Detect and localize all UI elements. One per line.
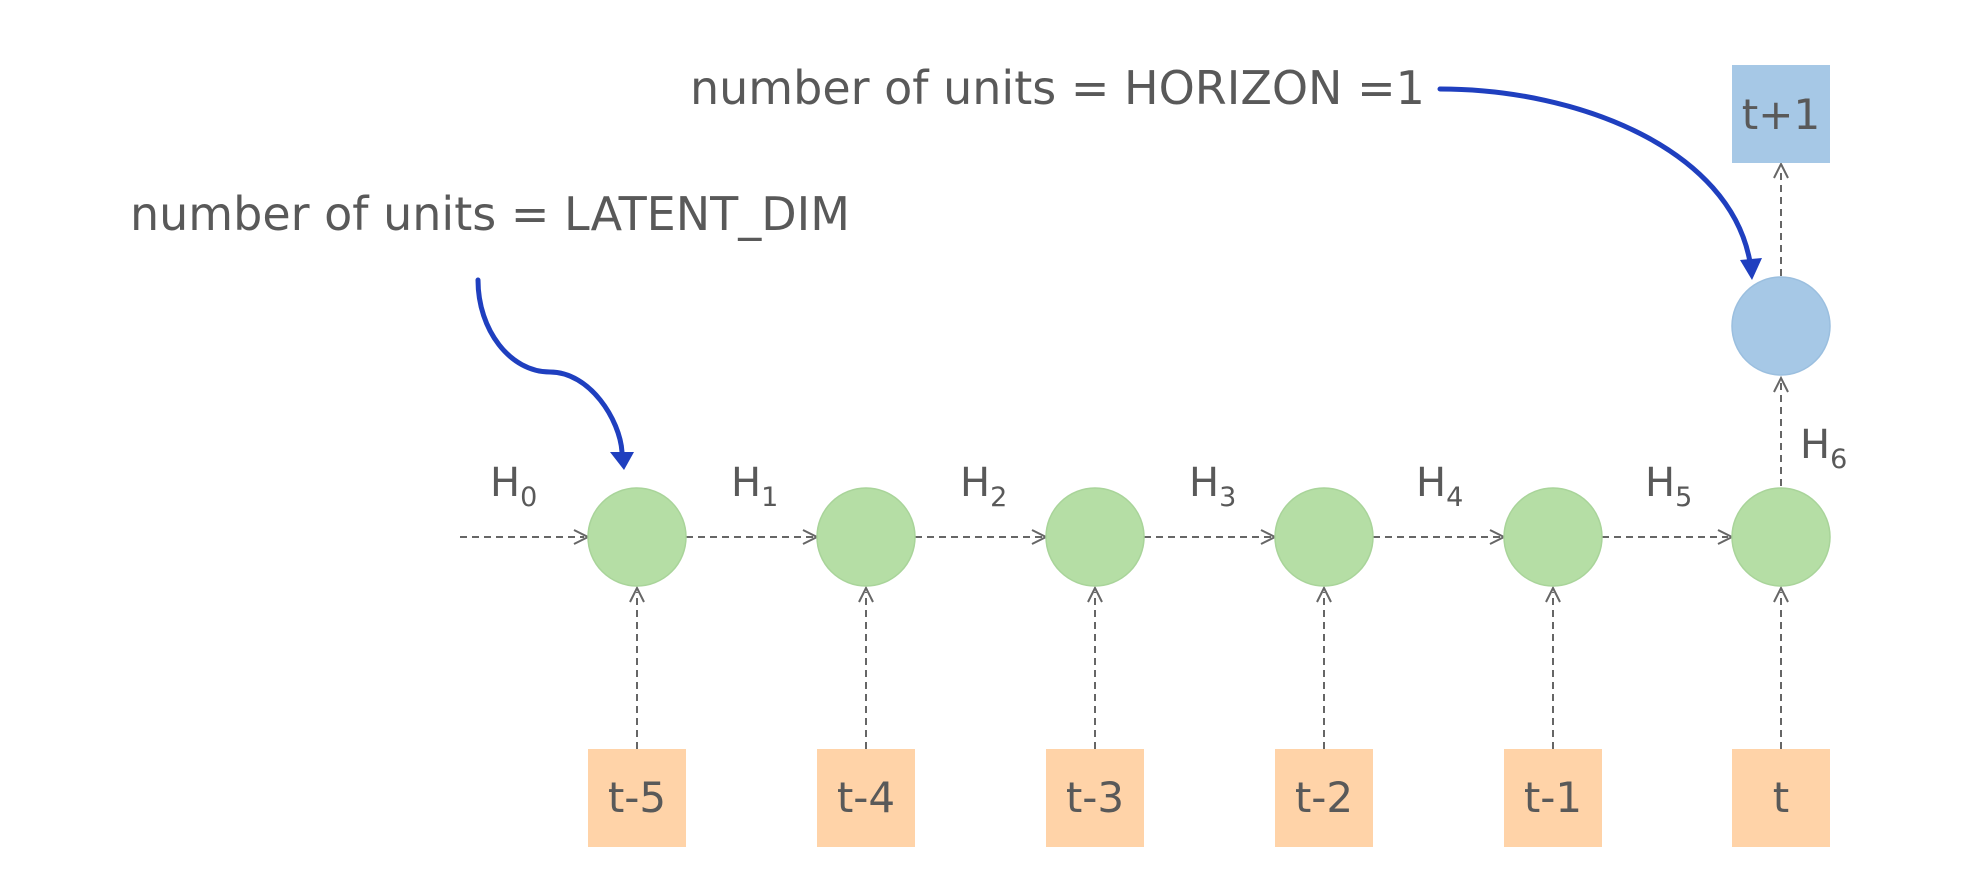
input-connector-arrowhead-6 xyxy=(1773,585,1789,603)
hidden-state-label-4: H4 xyxy=(1416,460,1463,513)
rnn-cell-2 xyxy=(816,487,916,587)
input-label-5: t-1 xyxy=(1524,773,1582,822)
latent-dim-annotation: number of units = LATENT_DIM xyxy=(130,187,850,241)
hidden-state-label-5: H5 xyxy=(1645,460,1692,513)
hidden-state-label-0: H0 xyxy=(490,460,537,513)
latent-dim-arrow xyxy=(475,277,625,455)
latent-dim-arrowhead xyxy=(610,452,634,470)
horizon-arrowhead xyxy=(1740,258,1762,280)
input-box-5 xyxy=(1504,749,1602,847)
h6-connector-arrowhead xyxy=(1773,375,1789,393)
input-connector-arrowhead-4 xyxy=(1316,585,1332,603)
output-label: t+1 xyxy=(1742,90,1820,139)
input-connector-arrowhead-3 xyxy=(1087,585,1103,603)
rnn-cell-5 xyxy=(1503,487,1603,587)
input-box-6 xyxy=(1732,749,1830,847)
input-box-2 xyxy=(817,749,915,847)
input-connectors xyxy=(629,585,1789,749)
input-box-4 xyxy=(1275,749,1373,847)
rnn-cell-4 xyxy=(1274,487,1374,587)
hidden-state-label-3: H3 xyxy=(1189,460,1236,513)
input-box-3 xyxy=(1046,749,1144,847)
horizon-annotation: number of units = HORIZON =1 xyxy=(690,61,1425,115)
hidden-state-label-6: H6 xyxy=(1800,422,1847,475)
rnn-cells xyxy=(587,487,1831,587)
input-box-1 xyxy=(588,749,686,847)
rnn-cell-6 xyxy=(1731,487,1831,587)
horizon-arrow xyxy=(1437,86,1753,265)
rnn-cell-1 xyxy=(587,487,687,587)
input-label-1: t-5 xyxy=(608,773,666,822)
input-label-6: t xyxy=(1773,773,1789,822)
input-connector-arrowhead-5 xyxy=(1545,585,1561,603)
input-boxes: t-5 t-4 t-3 t-2 t-1 t xyxy=(588,749,1830,847)
input-connector-arrowhead-2 xyxy=(858,585,874,603)
output-dense-node xyxy=(1731,276,1831,376)
input-label-2: t-4 xyxy=(837,773,895,822)
output-box xyxy=(1732,65,1830,163)
hidden-state-label-2: H2 xyxy=(960,460,1007,513)
hidden-state-label-1: H1 xyxy=(731,460,778,513)
output-connector-arrowhead xyxy=(1773,161,1789,179)
rnn-cell-3 xyxy=(1045,487,1145,587)
hidden-state-labels: H0 H1 H2 H3 H4 H5 H6 xyxy=(490,422,1847,513)
input-label-4: t-2 xyxy=(1295,773,1353,822)
input-connector-arrowhead-1 xyxy=(629,585,645,603)
input-label-3: t-3 xyxy=(1066,773,1124,822)
